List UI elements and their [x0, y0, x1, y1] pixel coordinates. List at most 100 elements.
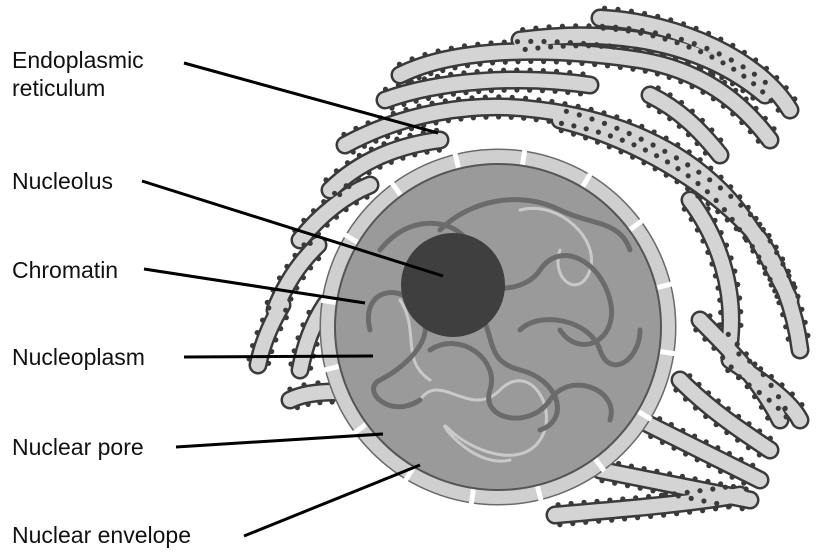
ribosome-dot [602, 5, 608, 11]
ribosome-dot [390, 110, 396, 116]
ribosome-dot [665, 33, 672, 39]
ribosome-dot [720, 103, 727, 109]
ribosome-dot [702, 150, 709, 156]
ribosome-dot [699, 117, 706, 123]
ribosome-dot [619, 137, 625, 143]
ribosome-dot [594, 139, 601, 145]
ribosome-dot [685, 162, 691, 168]
ribosome-dot [560, 43, 566, 49]
ribosome-dot [676, 123, 682, 129]
ribosome-dot [308, 265, 314, 271]
ribosome-dot [573, 23, 579, 29]
ribosome-dot [567, 40, 574, 46]
ribosome-dot [740, 64, 746, 70]
ribosome-dot [684, 489, 690, 495]
ribosome-dot [768, 382, 774, 388]
ribosome-dot [758, 404, 765, 410]
ribosome-dot [539, 88, 546, 94]
ribosome-dot [736, 374, 743, 380]
ribosome-dot [799, 402, 805, 408]
ribosome-dot [637, 485, 643, 491]
ribosome-dot [588, 106, 594, 112]
ribosome-dot [628, 8, 635, 14]
ribosome-dot [674, 179, 680, 185]
ribosome-dot [688, 495, 694, 501]
ribosome-dot [558, 128, 564, 134]
ribosome-dot [571, 123, 577, 129]
ribosome-dot [728, 57, 734, 63]
ribosome-dot [607, 43, 613, 49]
ribosome-dot [490, 60, 496, 66]
ribosome-dot [522, 46, 528, 53]
ribosome-dot [745, 445, 752, 451]
ribosome-dot [470, 115, 476, 121]
ribosome-dot [614, 125, 620, 131]
ribosome-dot [773, 244, 779, 250]
ribosome-dot [749, 243, 755, 250]
ribosome-dot [652, 166, 658, 172]
ribosome-dot [639, 123, 645, 129]
ribosome-dot [716, 322, 722, 328]
ribosome-dot [436, 147, 442, 153]
ribosome-dot [790, 281, 797, 287]
ribosome-dot [425, 95, 431, 101]
ribosome-dot [305, 401, 311, 407]
ribosome-dot [651, 129, 657, 135]
ribosome-dot [476, 88, 482, 95]
ribosome-dot [421, 122, 427, 129]
ribosome-dot [697, 488, 703, 494]
ribosome-dot [573, 43, 579, 49]
ribosome-dot [273, 337, 279, 343]
ribosome-dot [706, 30, 712, 36]
ribosome-dot [307, 240, 313, 246]
ribosome-dot [691, 41, 697, 47]
ribosome-dot [448, 71, 454, 77]
leader-pore [175, 432, 384, 449]
label-nucleoplasm: Nucleoplasm [12, 344, 145, 370]
ribosome-dot [785, 336, 791, 342]
ribosome-dot [672, 55, 679, 62]
ribosome-dot [488, 40, 494, 46]
ribosome-dot [412, 152, 418, 158]
ribosome-dot [626, 118, 633, 124]
ribosome-dot [739, 119, 745, 126]
ribosome-dot [630, 154, 636, 160]
ribosome-dot [738, 322, 744, 328]
ribosome-dot [685, 60, 691, 66]
ribosome-dot [477, 61, 483, 67]
ribosome-dot [555, 502, 561, 508]
ribosome-dot [581, 499, 587, 505]
ribosome-dot [620, 496, 626, 502]
ribosome-dot [756, 259, 762, 265]
ribosome-dot [310, 208, 317, 214]
ribosome-dot [780, 256, 786, 262]
ribosome-dot [607, 133, 614, 139]
ribosome-dot [718, 174, 724, 180]
ribosome-dot [707, 313, 713, 319]
ribosome-dot [554, 68, 560, 74]
ribosome-dot [385, 134, 391, 140]
ribosome-dot [641, 466, 647, 472]
ribosome-dot [679, 473, 686, 479]
ribosome-dot [464, 63, 471, 69]
ribosome-dot [743, 96, 749, 102]
ribosome-dot [775, 405, 781, 411]
ribosome-dot [350, 149, 356, 155]
ribosome-dot [692, 405, 699, 411]
ribosome-dot [774, 75, 780, 81]
ribosome-dot [733, 87, 739, 93]
ribosome-dot [323, 177, 329, 183]
ribosome-dot [775, 107, 781, 113]
leader-envelope [243, 463, 421, 538]
ribosome-dot [713, 197, 719, 203]
ribosome-dot [766, 232, 772, 239]
ribosome-dot [671, 491, 678, 497]
ribosome-dot [774, 293, 780, 299]
ribosome-dot [782, 405, 788, 411]
ribosome-dot [706, 463, 712, 469]
ribosome-dot [541, 58, 547, 65]
ribosome-dot [662, 36, 668, 42]
ribosome-dot [630, 66, 636, 72]
